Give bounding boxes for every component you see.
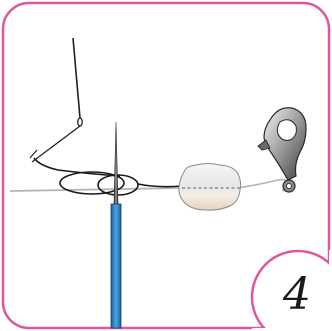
beading-needle-icon bbox=[110, 121, 122, 329]
bead-icon bbox=[178, 163, 242, 211]
upper-needle-icon bbox=[29, 37, 83, 163]
step-number-label: 4 bbox=[283, 269, 311, 320]
thread-icon bbox=[9, 187, 181, 192]
lobster-clasp-icon bbox=[257, 107, 307, 193]
step-badge bbox=[250, 249, 332, 331]
